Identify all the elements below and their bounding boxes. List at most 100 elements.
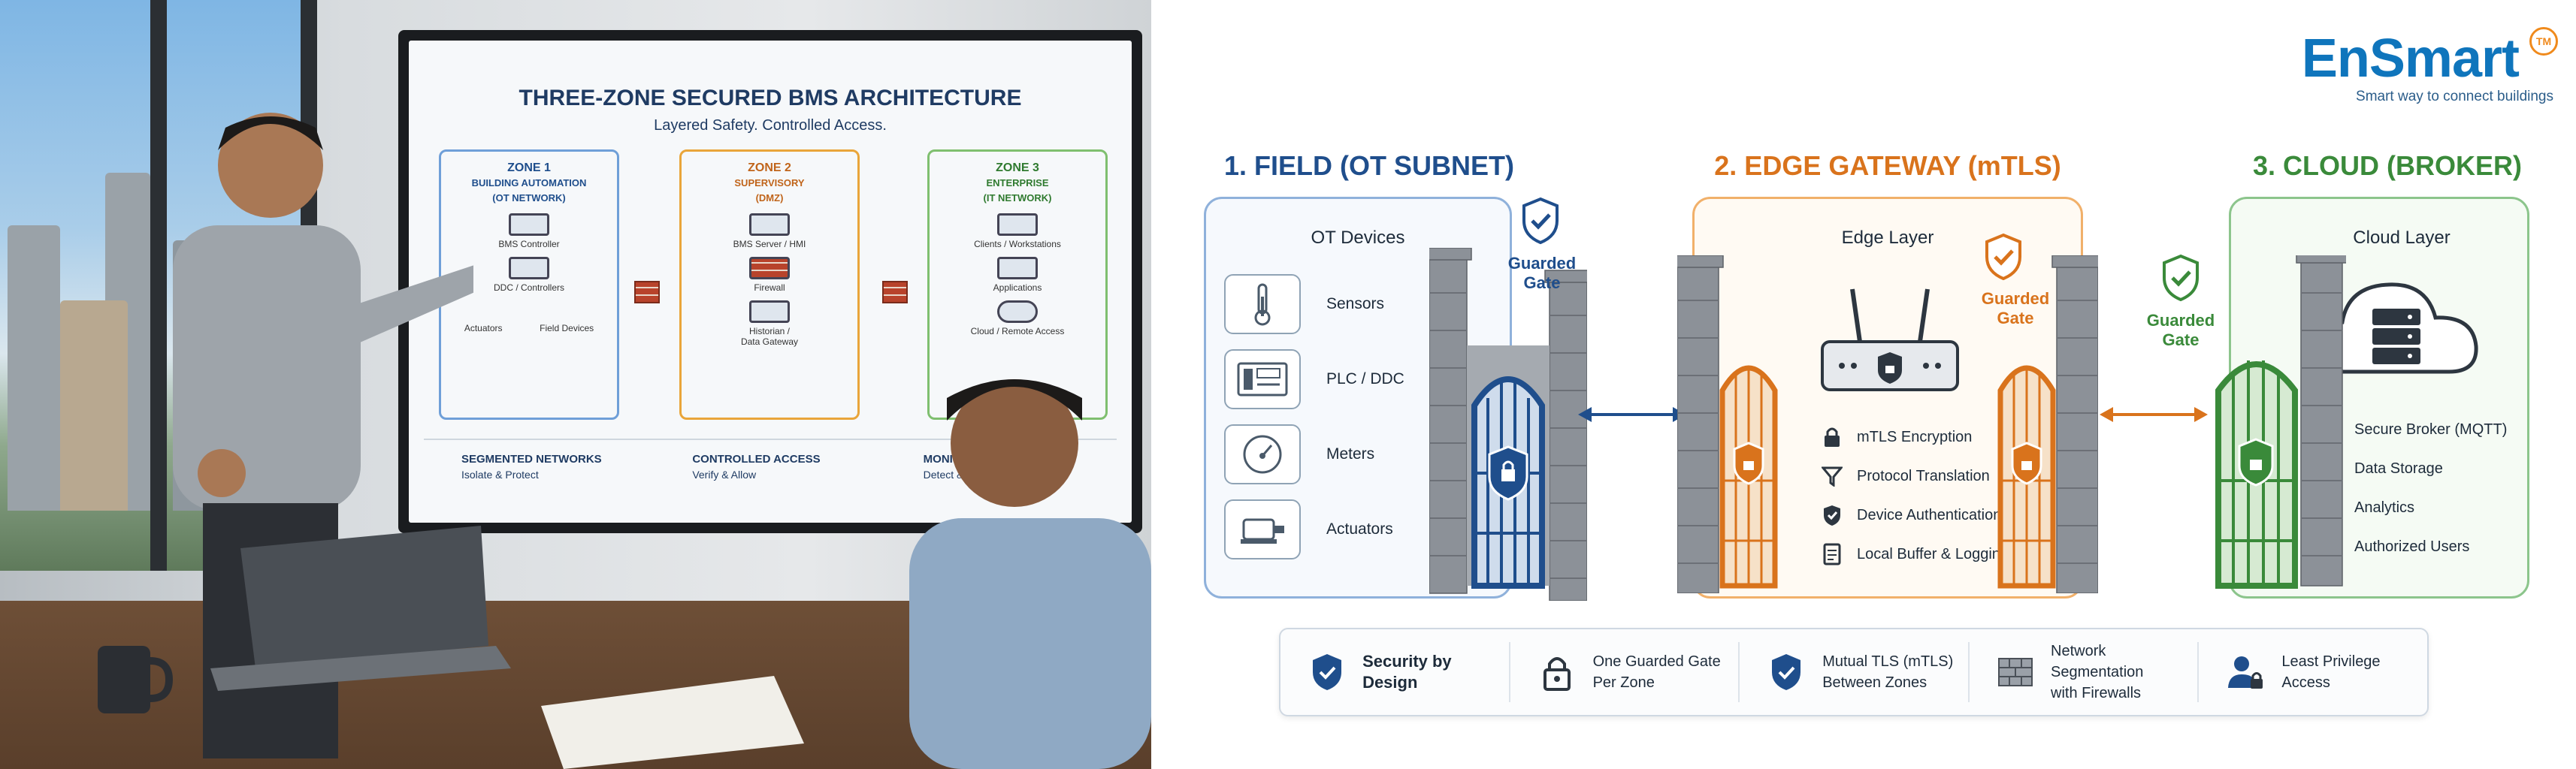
field-title: 1. FIELD (OT SUBNET) — [1224, 150, 1514, 181]
brand-name: EnSmart — [2301, 29, 2520, 89]
cloud-icon — [997, 300, 1038, 323]
screen-subtitle: Layered Safety. Controlled Access. — [654, 117, 887, 134]
lock-icon — [1819, 424, 1845, 450]
principle-security-by-design: Security by Design — [1280, 642, 1510, 702]
funnel-icon — [1819, 463, 1845, 489]
edge-panel-title: Edge Layer — [1841, 228, 1934, 248]
bidirectional-arrow — [1578, 407, 1686, 422]
document-icon — [1819, 541, 1845, 567]
device-label: Sensors — [1326, 295, 1385, 312]
zone-item: Actuators — [464, 323, 503, 333]
plc-icon — [1224, 349, 1301, 409]
trademark-badge: TM — [2529, 27, 2558, 56]
zone-net: (IT NETWORK) — [983, 192, 1052, 204]
zone-item: DDC / Controllers — [493, 282, 565, 293]
screen-title: THREE-ZONE SECURED BMS ARCHITECTURE — [519, 86, 1022, 110]
feature-mtls: mTLS Encryption — [1819, 424, 1972, 450]
coffee-mug — [98, 646, 173, 713]
shield-check-icon — [1819, 502, 1845, 528]
feature-label: Analytics — [2354, 499, 2415, 516]
zone-title: ZONE 2 — [748, 161, 791, 174]
user-lock-icon — [2226, 651, 2265, 693]
device-label: Actuators — [1326, 520, 1393, 538]
edge-title: 2. EDGE GATEWAY (mTLS) — [1714, 150, 2061, 181]
zone-sub: ENTERPRISE — [986, 177, 1049, 188]
shield-check-icon — [2163, 254, 2199, 302]
brand-logo: EnSmart TM Smart way to connect building… — [2301, 27, 2558, 105]
field-panel-title: OT Devices — [1311, 228, 1405, 248]
zone-item: Cloud / Remote Access — [970, 326, 1065, 336]
shield-check-icon — [1767, 651, 1806, 693]
zone-item: BMS Server / HMI — [733, 239, 806, 249]
controller-icon — [509, 213, 549, 236]
field-gate — [1429, 248, 1587, 601]
brand-tagline: Smart way to connect buildings — [2356, 89, 2553, 104]
shield-check-icon — [1522, 197, 1559, 245]
screen-zone-2: ZONE 2 SUPERVISORY (DMZ) BMS Server / HM… — [679, 149, 860, 420]
cloud-title: 3. CLOUD (BROKER) — [2253, 150, 2522, 181]
architecture-diagram: EnSmart TM Smart way to connect building… — [1151, 0, 2576, 769]
zone-item: BMS Controller — [498, 239, 560, 249]
laptop — [210, 526, 511, 691]
cloud-gate — [2215, 255, 2346, 589]
shield-check-icon — [1308, 651, 1346, 693]
zone-item: Applications — [993, 282, 1042, 293]
device-actuators: Actuators — [1224, 499, 1393, 559]
principle-label: Security by Design — [1362, 652, 1452, 692]
feature-logging: Local Buffer & Logging — [1819, 541, 2009, 567]
firewall-icon — [1997, 651, 2034, 693]
screen-zone-1: ZONE 1 BUILDING AUTOMATION (OT NETWORK) … — [439, 149, 619, 420]
controller-icon — [509, 257, 549, 279]
feature-auth: Device Authentication — [1819, 502, 2001, 528]
device-sensors: Sensors — [1224, 274, 1384, 334]
feature-label: Authorized Users — [2354, 538, 2470, 555]
edge-gate-right — [1997, 255, 2098, 593]
device-label: PLC / DDC — [1326, 370, 1404, 388]
shield-check-icon — [1985, 233, 2021, 281]
seated-person — [909, 379, 1151, 769]
edge-gate-left — [1677, 255, 1778, 593]
window-frame — [150, 0, 167, 571]
feature-label: Protocol Translation — [1857, 467, 1990, 484]
cloud-server-icon — [2311, 282, 2478, 374]
firewall-icon — [882, 281, 908, 303]
firewall-icon — [749, 257, 790, 279]
zone-title: ZONE 1 — [507, 161, 551, 174]
zone-item: Data Gateway — [740, 336, 799, 347]
zone-net: (DMZ) — [755, 192, 784, 204]
actuator-icon — [1224, 499, 1301, 559]
feature-label: Secure Broker (MQTT) — [2354, 421, 2508, 438]
database-icon — [749, 300, 790, 323]
feature-label: Data Storage — [2354, 460, 2443, 477]
monument — [60, 300, 128, 511]
device-meters: Meters — [1224, 424, 1374, 484]
server-icon — [749, 213, 790, 236]
device-plc: PLC / DDC — [1224, 349, 1404, 409]
monitor-icon — [997, 213, 1038, 236]
zone-item: Historian / — [748, 326, 791, 336]
principle-mtls: Mutual TLS (mTLS)Between Zones — [1740, 642, 1970, 702]
feature-protocol: Protocol Translation — [1819, 463, 1990, 489]
device-label: Meters — [1326, 445, 1375, 463]
thermometer-icon — [1224, 274, 1301, 334]
padlock-icon — [1537, 651, 1577, 693]
zone-net: (OT NETWORK) — [492, 192, 566, 204]
zone-title: ZONE 3 — [996, 161, 1039, 174]
zone-sub: BUILDING AUTOMATION — [471, 177, 587, 188]
cloud-panel-title: Cloud Layer — [2353, 228, 2451, 248]
meeting-photo: THREE-ZONE SECURED BMS ARCHITECTURE Laye… — [0, 0, 1151, 769]
screen-zone-3: ZONE 3 ENTERPRISE (IT NETWORK) Clients /… — [927, 149, 1108, 420]
city-tower — [8, 225, 60, 511]
feature-label: mTLS Encryption — [1857, 428, 1973, 445]
